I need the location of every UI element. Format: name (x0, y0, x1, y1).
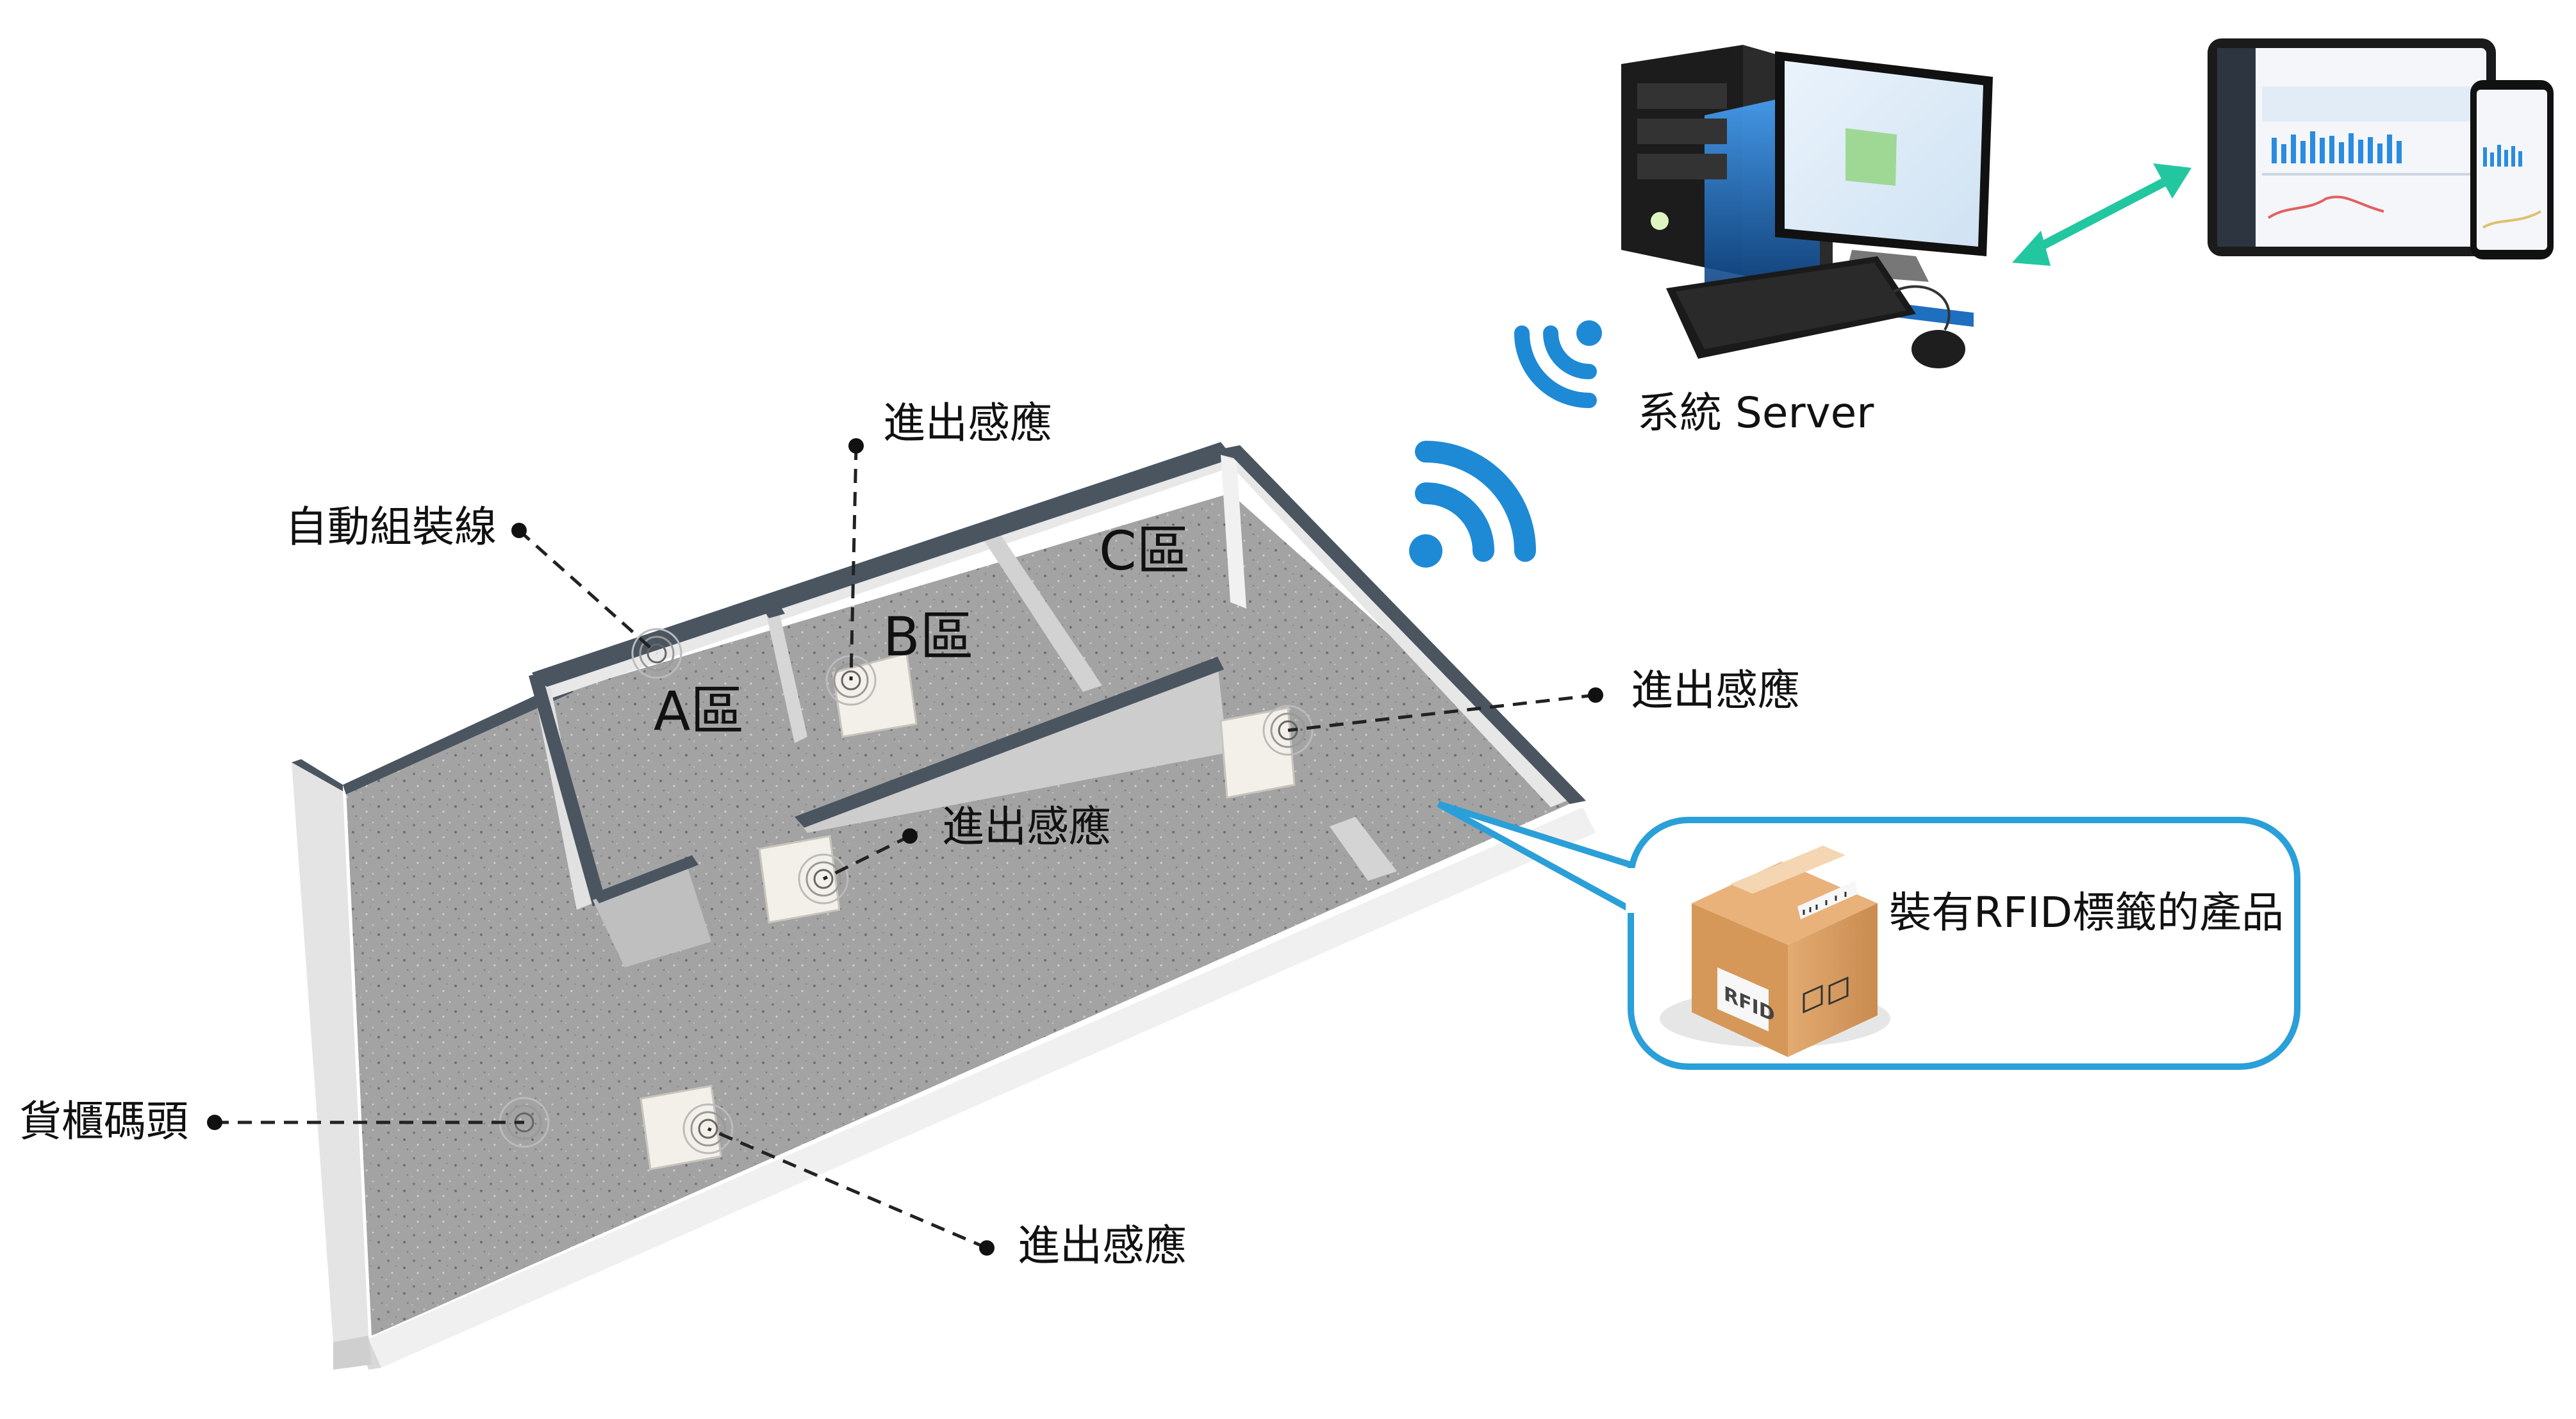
zone-a-label: A區 (654, 680, 745, 742)
product-callout: RFID (1437, 801, 2300, 1070)
rfid-reader-right (1219, 705, 1314, 799)
zone-b-label: B區 (883, 605, 974, 668)
rfid-reader-bottom (640, 1085, 734, 1170)
label-sensor-middle: 進出感應 (942, 802, 1111, 851)
label-sensor-bottom: 進出感應 (1018, 1221, 1187, 1270)
label-assembly-line: 自動組裝線 (285, 502, 497, 552)
label-sensor-top: 進出感應 (883, 398, 1052, 448)
phone-device (2470, 80, 2554, 259)
rfid-product-box: RFID (1660, 846, 1890, 1057)
wifi-server-icon (1514, 320, 1602, 408)
label-sensor-right: 進出感應 (1631, 666, 1800, 715)
warehouse-walls (292, 442, 1586, 1370)
tablet-device (2208, 38, 2496, 256)
label-shelf-head: 貨櫃碼頭 (19, 1097, 188, 1146)
leader-lines (215, 445, 1596, 1250)
leader-dots (207, 438, 1603, 1256)
sync-arrow (2012, 163, 2192, 266)
label-server: 系統 Server (1637, 388, 1874, 438)
rfid-antenna-assembly (631, 628, 682, 679)
rfid-reader-b (825, 652, 918, 738)
rfid-reader-middle (758, 835, 849, 924)
server-computer (1621, 45, 1993, 368)
zone-c-label: C區 (1099, 520, 1191, 582)
wifi-signal-icon (1409, 441, 1536, 568)
callout-product-text: 裝有RFID標籤的產品 (1889, 888, 2284, 937)
